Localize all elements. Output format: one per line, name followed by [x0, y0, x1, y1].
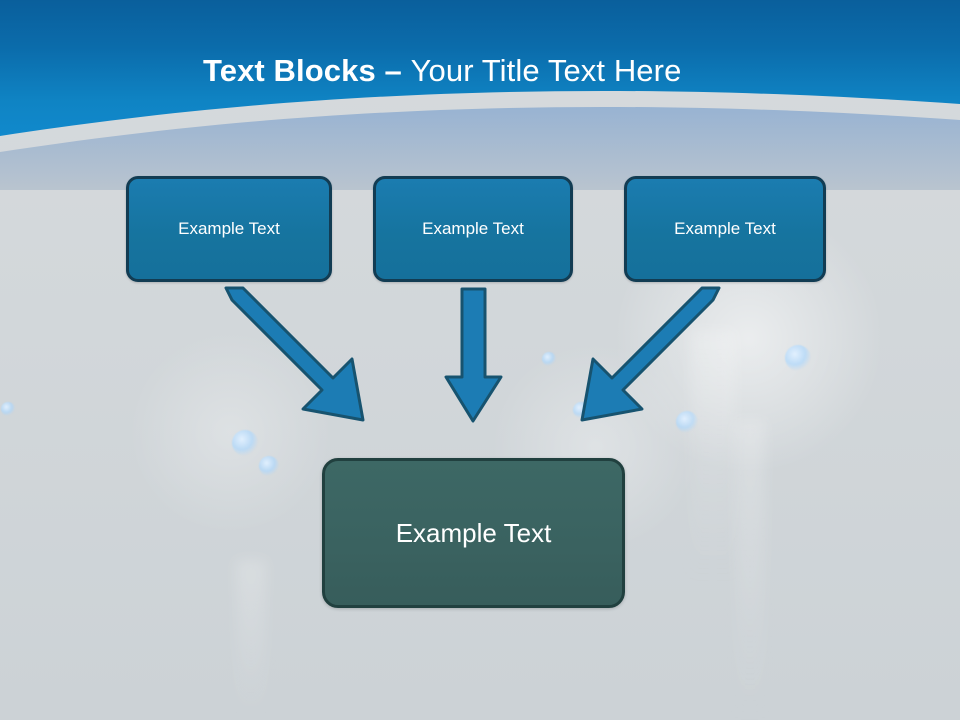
text-block-2-label: Example Text — [422, 219, 524, 238]
text-block-1-label: Example Text — [178, 219, 280, 238]
text-block-3[interactable]: Example Text — [624, 176, 826, 282]
text-block-2[interactable]: Example Text — [373, 176, 573, 282]
result-block[interactable]: Example Text — [322, 458, 625, 608]
page-title: Text Blocks – Your Title Text Here — [203, 52, 681, 89]
page-title-normal: Your Title Text Here — [410, 53, 682, 88]
slide-header: Text Blocks – Your Title Text Here — [0, 0, 960, 190]
header-accent-band — [0, 106, 960, 190]
header-blue-shape — [0, 0, 960, 136]
page-title-separator: – — [384, 53, 411, 88]
text-block-3-label: Example Text — [674, 219, 776, 238]
page-title-bold: Text Blocks — [203, 53, 385, 88]
text-block-1[interactable]: Example Text — [126, 176, 332, 282]
result-block-label: Example Text — [395, 517, 552, 548]
